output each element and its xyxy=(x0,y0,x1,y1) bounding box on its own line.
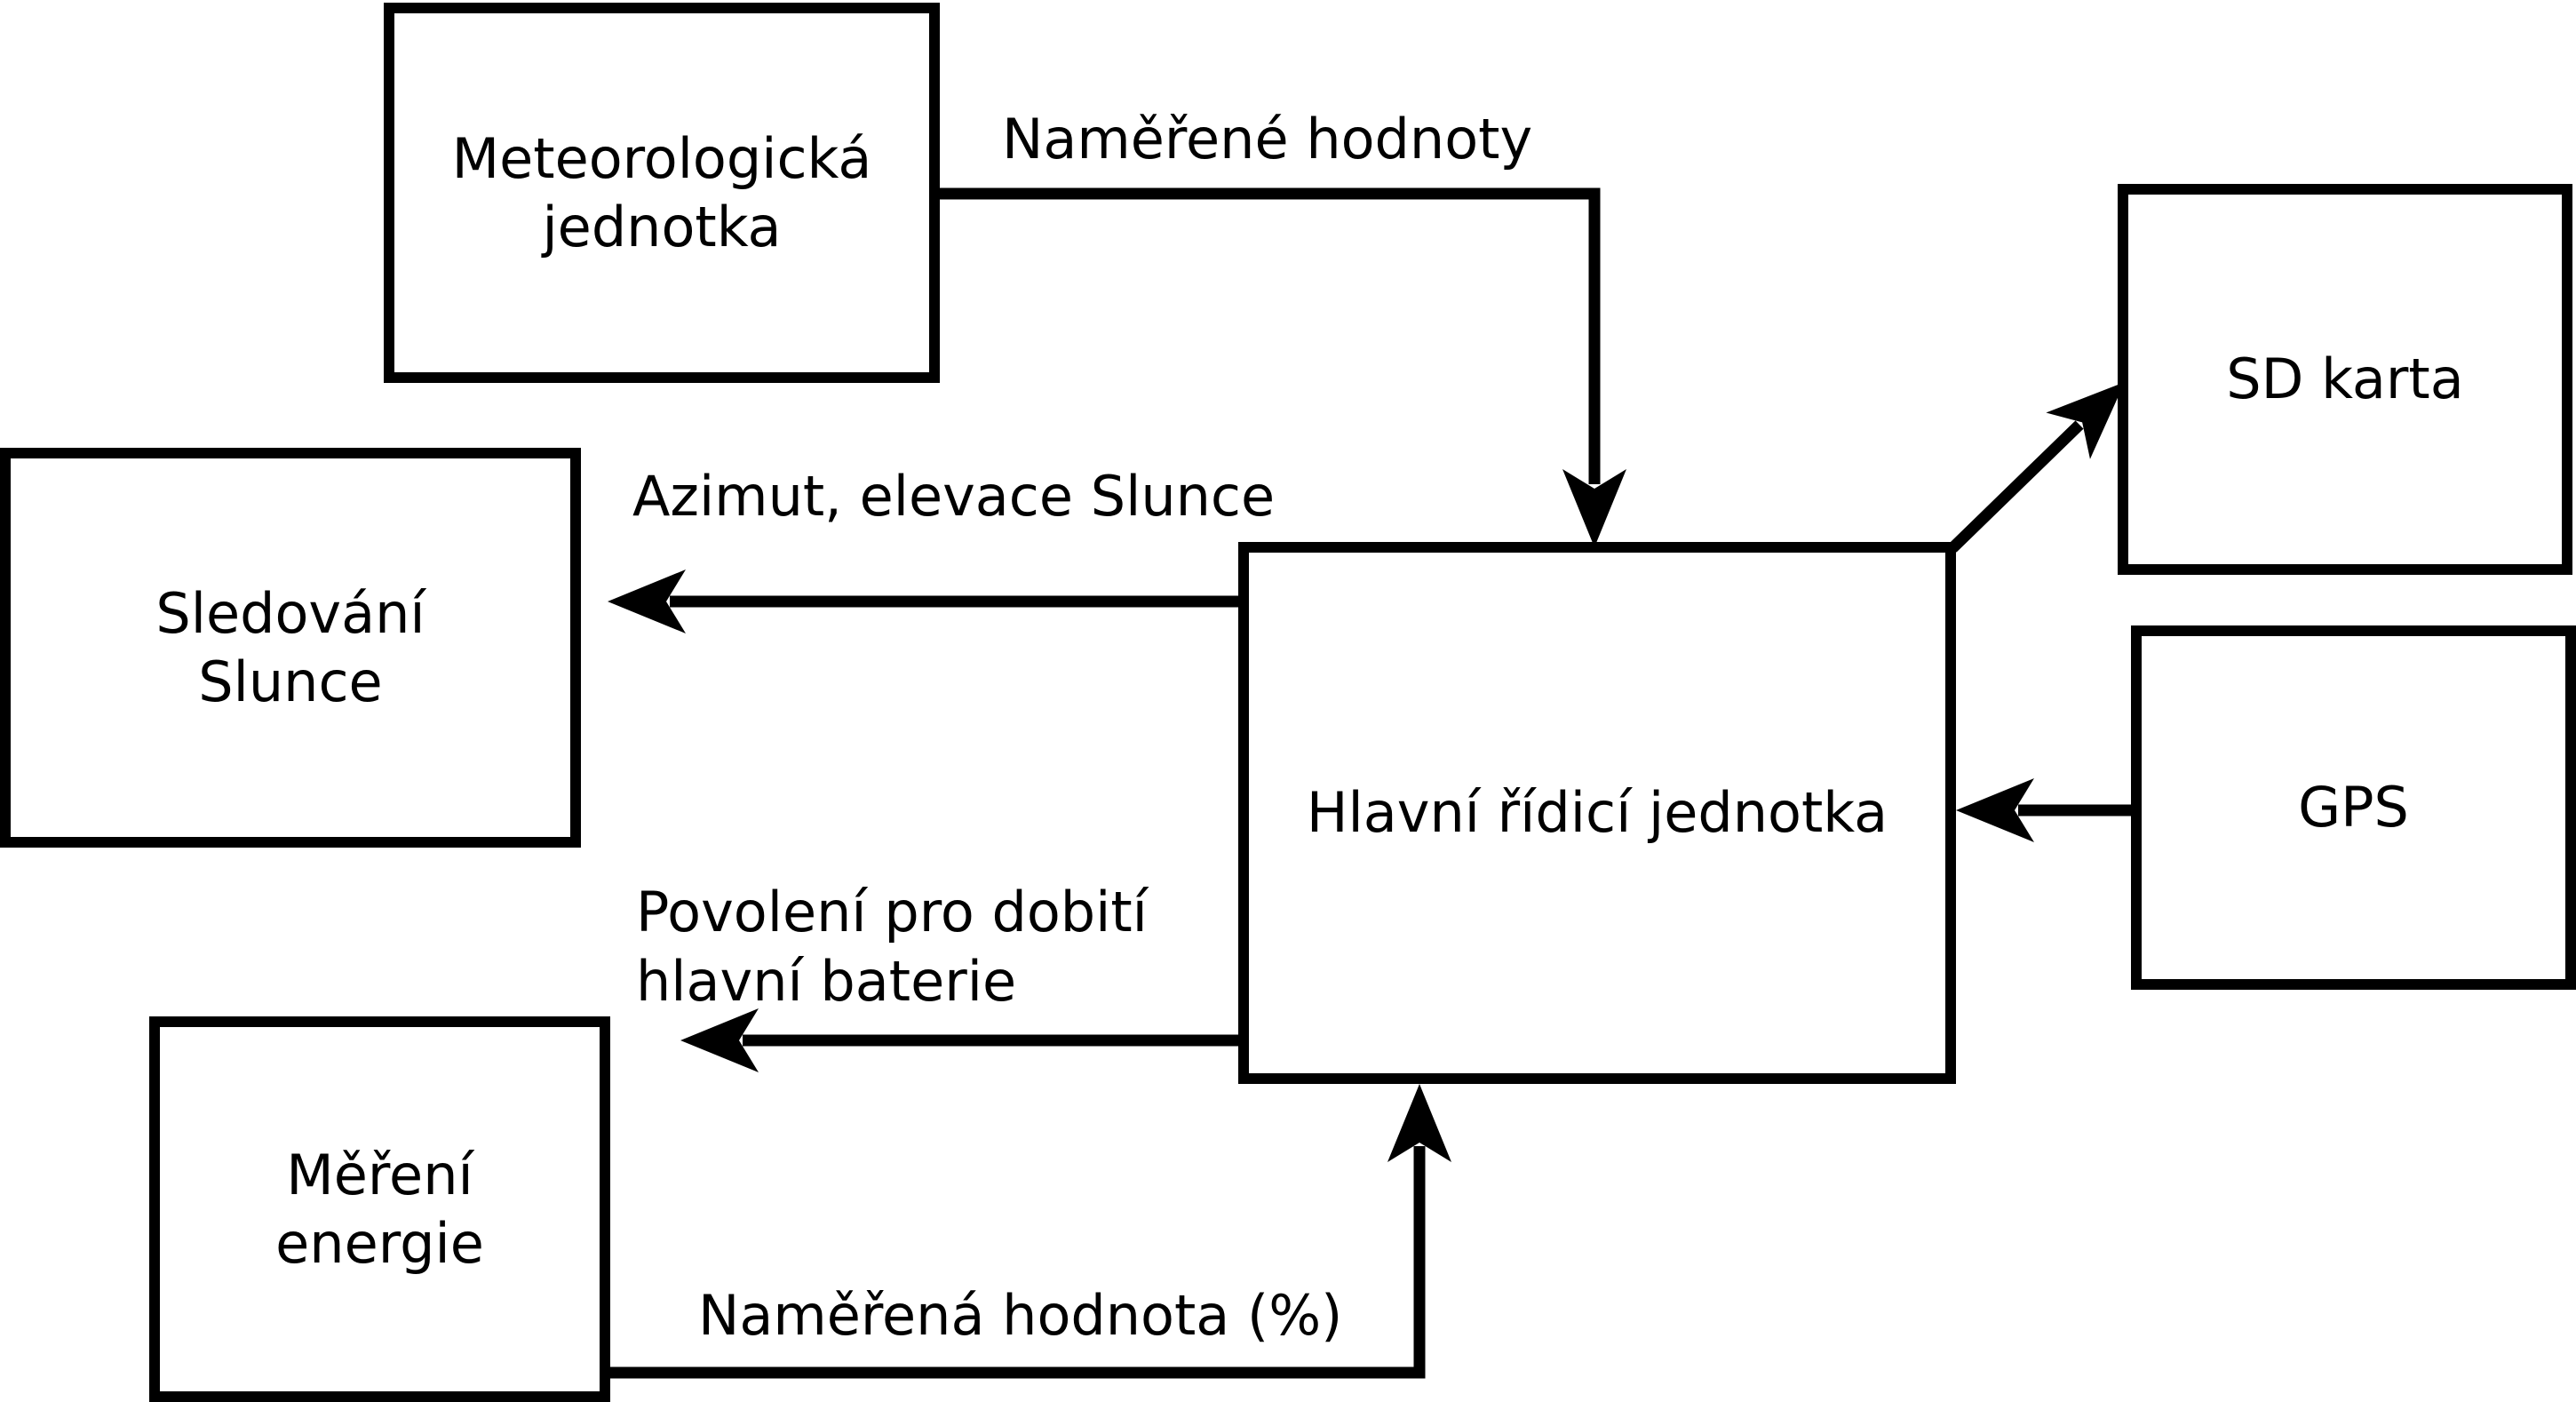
arrowhead-left-charge-permission xyxy=(680,1008,759,1072)
arrowhead-up-into-main xyxy=(1387,1084,1451,1162)
edge-meteo-to-main-line xyxy=(929,187,1601,484)
node-meteo-unit-label: Meteorologická jednotka xyxy=(451,125,872,260)
node-gps: GPS xyxy=(2131,625,2576,990)
node-meteo-unit: Meteorologická jednotka xyxy=(384,3,940,383)
node-main-control-unit: Hlavní řídicí jednotka xyxy=(1238,542,1956,1084)
edge-label-sun-azimuth-elevation: Azimut, elevace Slunce xyxy=(632,464,1276,529)
node-energy-measurement-label: Měření energie xyxy=(275,1142,484,1277)
arrowhead-upright-to-sdcard xyxy=(2046,382,2125,459)
node-main-control-unit-label: Hlavní řídicí jednotka xyxy=(1306,780,1888,846)
edge-label-measured-value-percent: Naměřená hodnota (%) xyxy=(698,1283,1343,1348)
edge-label-charge-permission: Povolení pro dobití hlavní baterie xyxy=(636,880,1148,1014)
arrowhead-down-into-main xyxy=(1562,469,1626,547)
edge-label-measured-values: Naměřené hodnoty xyxy=(1002,107,1533,171)
node-sd-card: SD karta xyxy=(2118,184,2572,575)
node-energy-measurement: Měření energie xyxy=(149,1016,610,1402)
edge-main-to-sdcard-line xyxy=(1948,420,2084,553)
arrowhead-left-to-suntracking xyxy=(608,570,686,633)
arrowhead-left-from-gps xyxy=(1956,778,2034,842)
edge-energy-to-main-line xyxy=(600,1146,1426,1379)
node-sd-card-label: SD karta xyxy=(2226,347,2464,412)
node-gps-label: GPS xyxy=(2298,775,2409,840)
node-sun-tracking: Sledování Slunce xyxy=(0,448,581,848)
node-sun-tracking-label: Sledování Slunce xyxy=(155,580,425,715)
